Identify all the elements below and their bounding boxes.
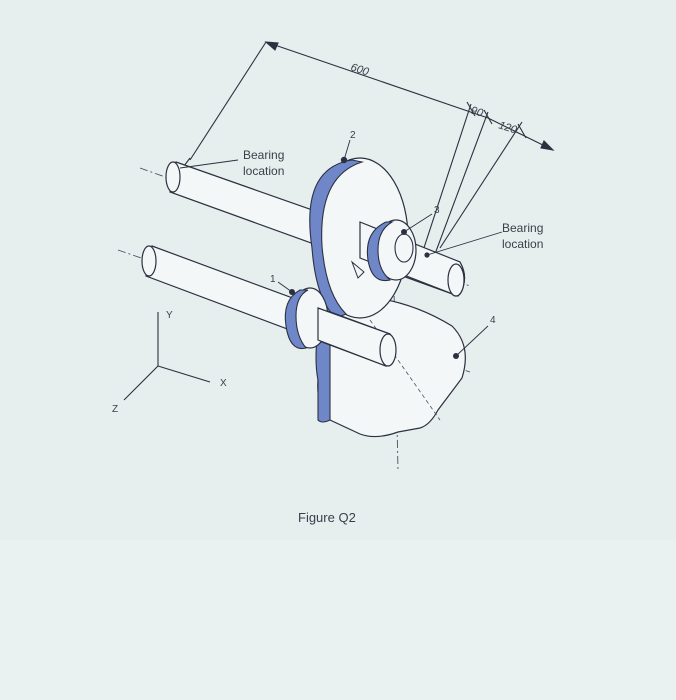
screen-glare bbox=[0, 540, 676, 700]
dimension-lines bbox=[183, 41, 555, 263]
axis-label-x: X bbox=[220, 378, 227, 389]
axis-label-z: Z bbox=[112, 404, 118, 415]
dimension-90: 90 bbox=[469, 104, 485, 119]
dimension-120: 120 bbox=[497, 119, 519, 136]
part-number-4: 4 bbox=[490, 315, 496, 326]
coordinate-axes bbox=[123, 312, 211, 401]
lower-shaft-left-end bbox=[141, 245, 157, 277]
dimension-600: 600 bbox=[349, 61, 371, 78]
part-number-1: 1 bbox=[270, 274, 276, 285]
axis-label-y: Y bbox=[166, 310, 173, 321]
part-number-2: 2 bbox=[350, 130, 356, 141]
part-number-3: 3 bbox=[434, 205, 440, 216]
bearing-label-right-line1: Bearing bbox=[502, 221, 543, 235]
bearing-label-left-line1: Bearing bbox=[243, 148, 284, 162]
leader-lines bbox=[179, 139, 503, 357]
bearing-label-right-line2: location bbox=[502, 237, 543, 251]
lower-shaft-right-end bbox=[379, 333, 397, 367]
upper-shaft-right-end-front bbox=[447, 263, 465, 297]
bearing-label-left-line2: location bbox=[243, 164, 284, 178]
gear-3 bbox=[366, 219, 430, 282]
upper-shaft-left-end bbox=[165, 161, 181, 193]
figure-caption: Figure Q2 bbox=[298, 510, 356, 525]
keyway-mark bbox=[350, 260, 365, 279]
gear-4-marker-dot bbox=[453, 353, 459, 359]
